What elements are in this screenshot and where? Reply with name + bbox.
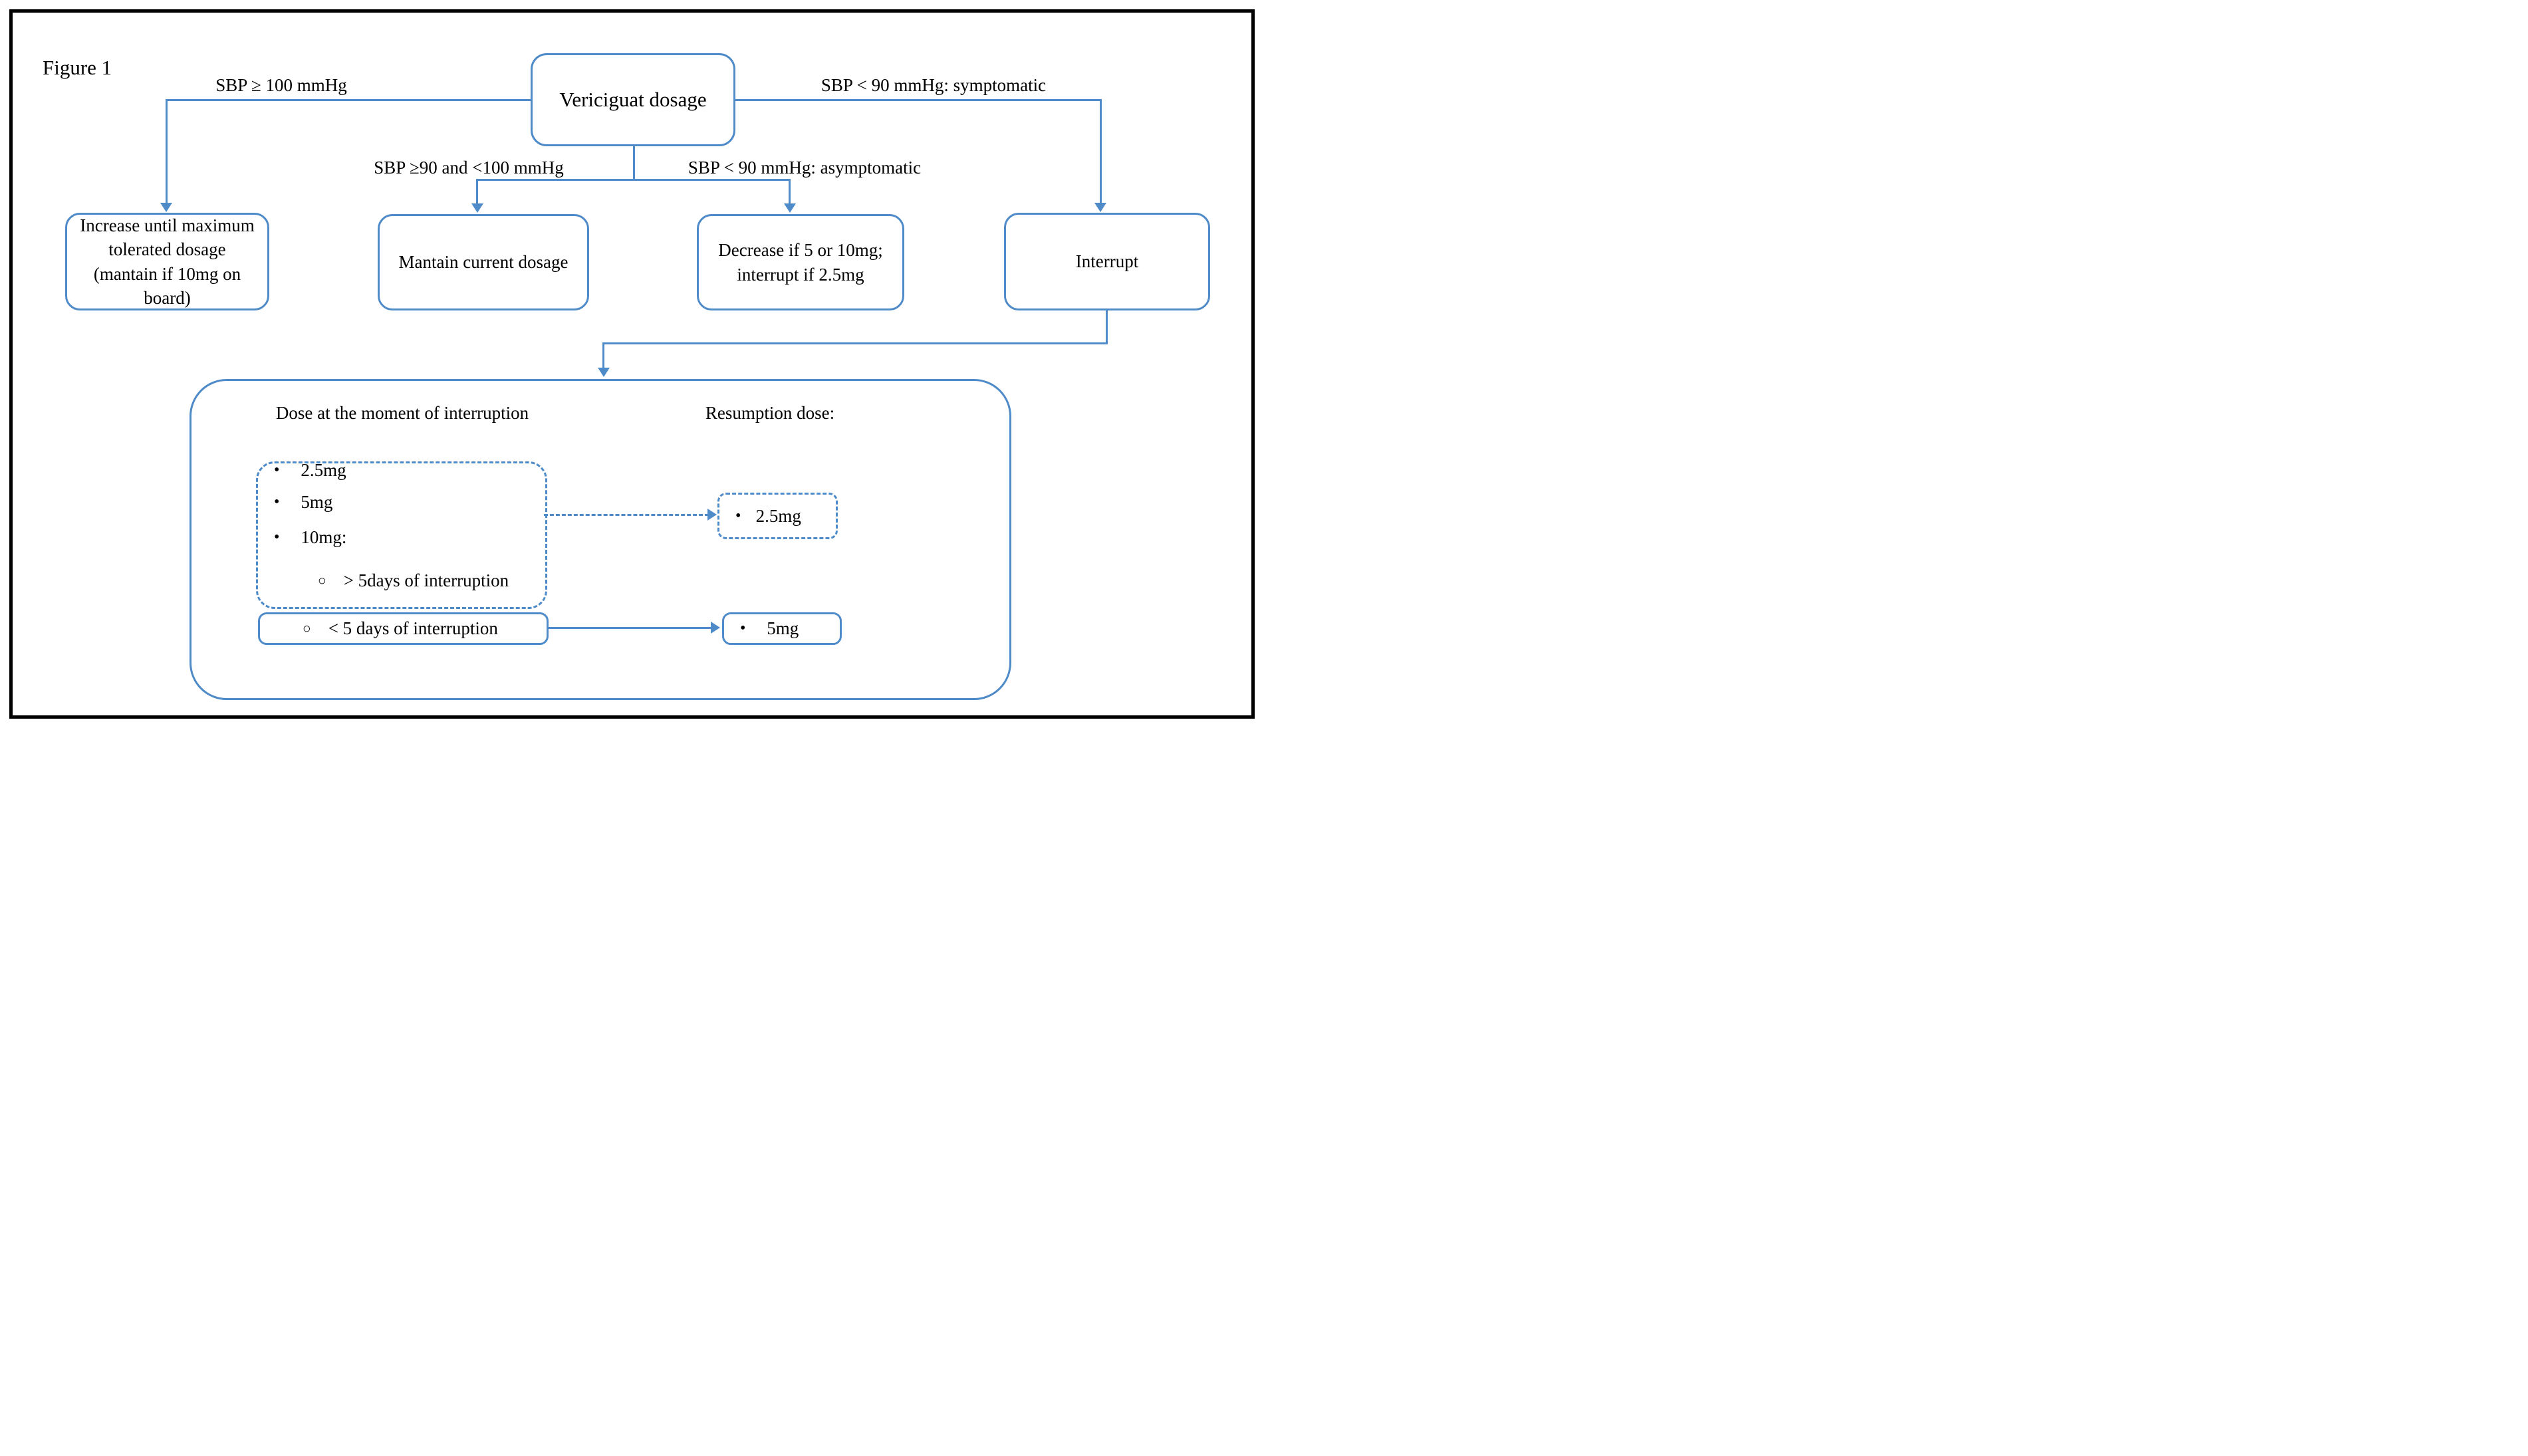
list-item-label: 2.5mg (301, 460, 346, 480)
node-decrease-or-interrupt: Decrease if 5 or 10mg; interrupt if 2.5m… (697, 214, 904, 310)
node-interrupt: Interrupt (1004, 213, 1210, 310)
arrowhead-down-icon (784, 203, 796, 213)
condition-sbp-lt-90-asymptomatic: SBP < 90 mmHg: asymptomatic (688, 158, 922, 178)
panel-right-header: Resumption dose: (705, 403, 835, 423)
node-increase-label: Increase until maximum tolerated dosage … (80, 215, 255, 308)
arrowhead-right-icon (707, 509, 717, 521)
node-maintain-dosage: Mantain current dosage (378, 214, 589, 310)
connector-right-horizontal (735, 99, 1102, 101)
list-item-label: > 5days of interruption (343, 570, 509, 590)
figure-canvas: Figure 1 Vericiguat dosage SBP ≥ 100 mmH… (0, 0, 1264, 728)
bullet-icon: • (274, 493, 280, 511)
list-item-dose-2-5mg: • 2.5mg (274, 460, 346, 481)
node-maintain-label: Mantain current dosage (398, 252, 569, 273)
node-root-vericiguat-dosage: Vericiguat dosage (531, 53, 735, 146)
arrowhead-down-icon (598, 368, 610, 377)
option-label: < 5 days of interruption (328, 618, 498, 638)
circle-bullet-icon: ○ (303, 620, 311, 636)
connector-right-vertical (1100, 99, 1102, 203)
connector-dashed-arrow (544, 514, 709, 516)
connector-mid-right-vertical (789, 181, 791, 203)
connector-interrupt-into-panel (602, 344, 604, 368)
bullet-icon: • (274, 461, 280, 479)
node-root-label: Vericiguat dosage (559, 88, 707, 112)
circle-bullet-icon: ○ (318, 572, 326, 588)
list-item-dose-5mg: • 5mg (274, 492, 332, 513)
dashed-dose-group-box (256, 461, 547, 609)
connector-left-horizontal (166, 99, 531, 101)
arrowhead-down-icon (471, 203, 483, 213)
condition-sbp-lt-90-symptomatic: SBP < 90 mmHg: symptomatic (821, 75, 1047, 95)
resumption-box-5mg: • 5mg (722, 612, 842, 645)
connector-t-bar (476, 179, 791, 181)
figure-title: Figure 1 (43, 56, 112, 79)
list-item-dose-10mg: • 10mg: (274, 527, 346, 548)
condition-sbp-90-100: SBP ≥90 and <100 mmHg (374, 158, 564, 178)
node-interrupt-label: Interrupt (1075, 251, 1139, 272)
bullet-icon: • (735, 507, 741, 525)
resumption-box-2-5mg: • 2.5mg (717, 493, 838, 539)
arrowhead-down-icon (160, 203, 172, 212)
figure-border (9, 9, 1255, 719)
connector-solid-arrow (549, 627, 712, 629)
connector-center-stem (633, 146, 635, 181)
condition-sbp-ge-100: SBP ≥ 100 mmHg (215, 75, 347, 95)
bullet-icon: • (740, 620, 746, 637)
connector-left-vertical (166, 99, 168, 204)
arrowhead-right-icon (711, 622, 720, 634)
node-decrease-label: Decrease if 5 or 10mg; interrupt if 2.5m… (718, 240, 883, 285)
connector-interrupt-down (1106, 310, 1108, 344)
resumption-dose-label: 2.5mg (755, 505, 801, 526)
node-increase-dosage: Increase until maximum tolerated dosage … (65, 213, 269, 310)
list-item-gt-5-days: ○ > 5days of interruption (318, 570, 509, 591)
list-item-label: 5mg (301, 492, 333, 512)
option-box-lt-5-days: ○ < 5 days of interruption (258, 612, 549, 645)
connector-mid-left-vertical (476, 181, 478, 203)
bullet-icon: • (274, 529, 280, 546)
list-item-label: 10mg: (301, 527, 347, 547)
arrowhead-down-icon (1094, 203, 1106, 212)
panel-left-header: Dose at the moment of interruption (275, 403, 529, 423)
connector-interrupt-horizontal (602, 342, 1108, 344)
resumption-dose-label: 5mg (767, 618, 799, 638)
